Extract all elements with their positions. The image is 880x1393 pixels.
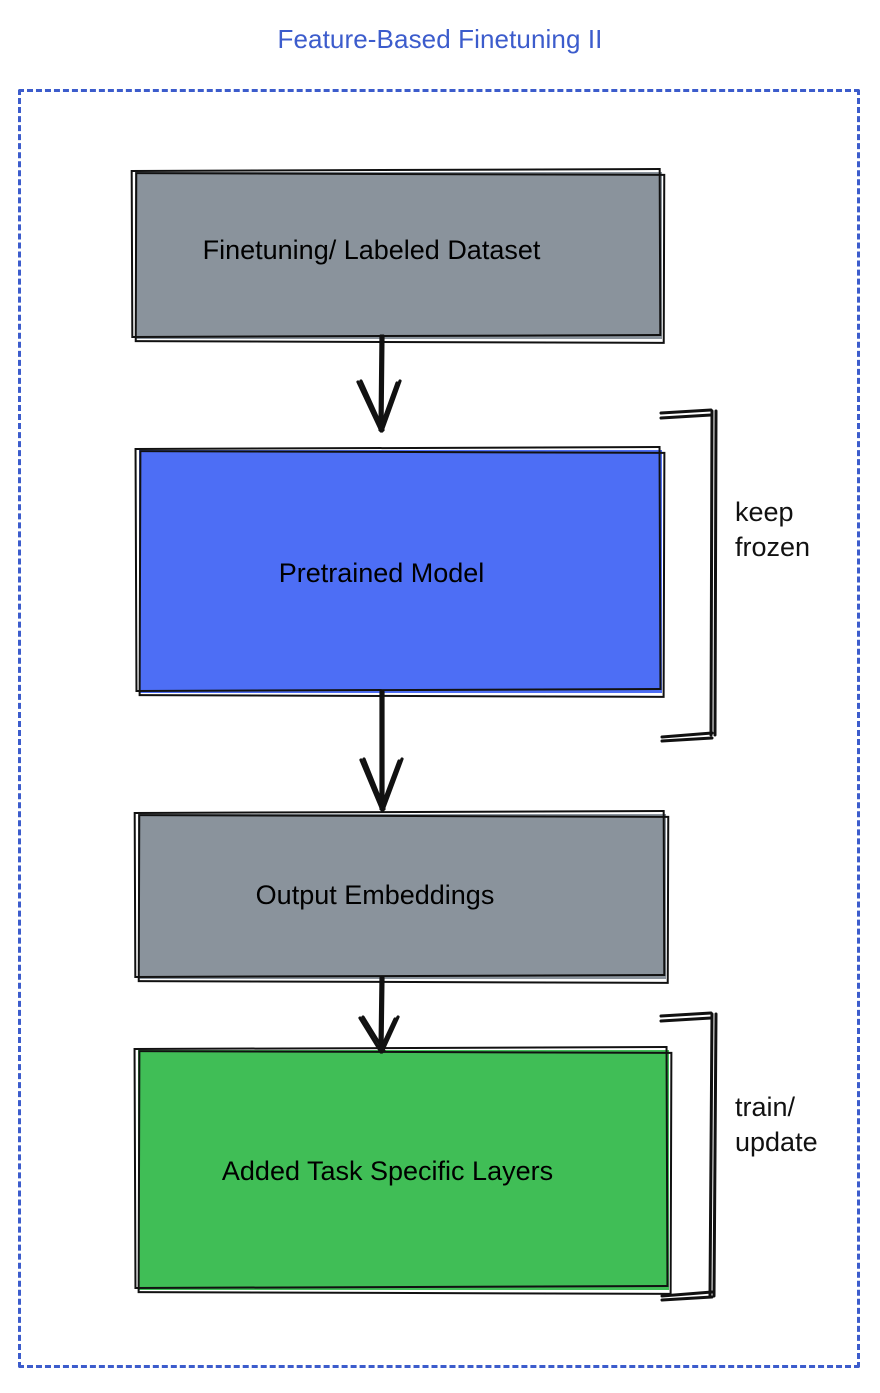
page-title: Feature-Based Finetuning II xyxy=(277,24,603,54)
node-fill xyxy=(138,1050,669,1290)
node-label: Pretrained Model xyxy=(278,557,485,588)
node-fill xyxy=(139,450,662,693)
diagram-dashed-frame xyxy=(18,89,860,1368)
node-finetuning-labeled-dataset[interactable]: Finetuning/ Labeled Dataset xyxy=(130,167,666,344)
node-pretrained-model[interactable]: Pretrained Model xyxy=(134,445,666,698)
node-label: Output Embeddings xyxy=(255,879,495,910)
node-label: Finetuning/ Labeled Dataset xyxy=(202,234,541,265)
node-output-embeddings[interactable]: Output Embeddings xyxy=(133,809,670,984)
node-label: Added Task Specific Layers xyxy=(221,1156,554,1187)
annotation-train-update: train/ update xyxy=(735,1092,818,1157)
node-fill xyxy=(138,814,666,979)
node-added-task-specific-layers[interactable]: Added Task Specific Layers xyxy=(133,1045,673,1295)
annotation-keep-frozen: keep frozen xyxy=(735,497,811,562)
node-fill xyxy=(135,172,662,339)
